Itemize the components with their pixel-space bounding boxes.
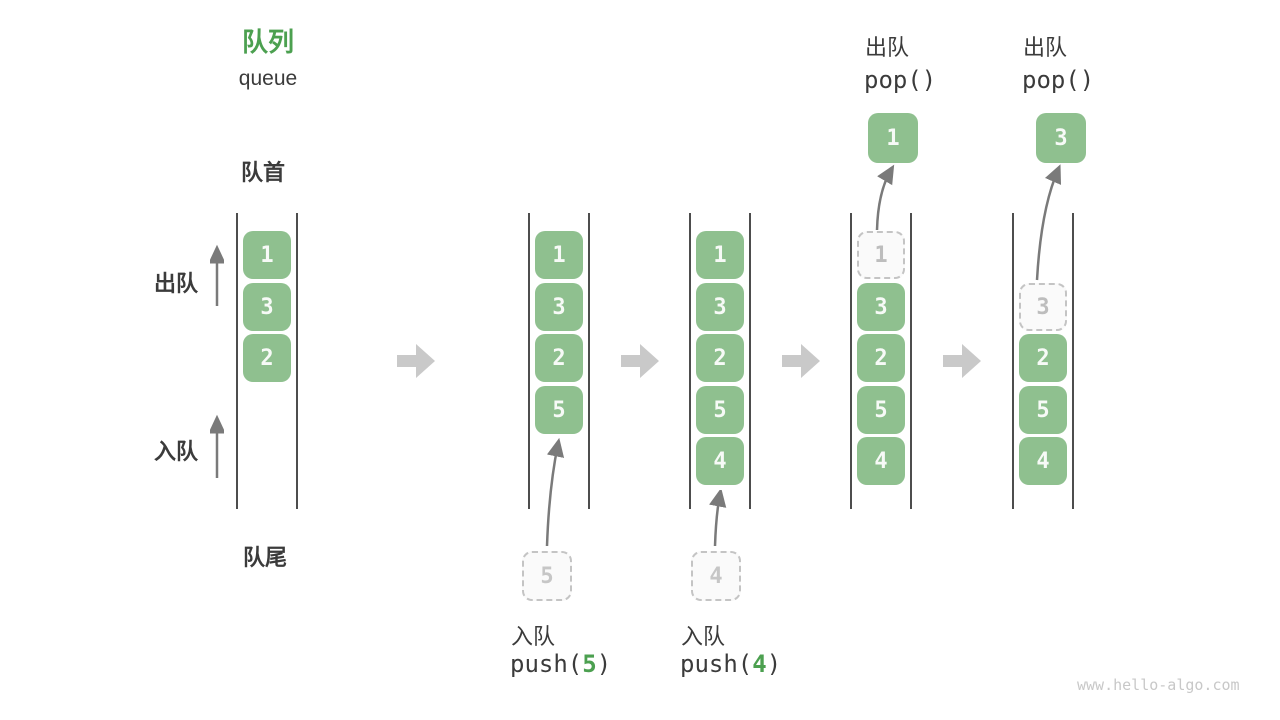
staged-item-box: 5 [522,551,572,601]
queue-state-3: 1 3 2 5 4 [689,213,751,509]
popped-item-box: 3 [1036,113,1086,163]
label-queue-rear: 队尾 [243,545,288,570]
push-code-open: push( [680,650,753,678]
label-dequeue-direction: 出队 [154,271,199,296]
queue-item: 5 [857,386,905,434]
label-enqueue-op: 入队 [681,624,726,649]
label-dequeue-op: 出队 [1023,35,1068,60]
label-enqueue-direction: 入队 [154,439,199,464]
enqueue-direction-arrow-icon [210,414,224,478]
staged-item-box: 4 [691,551,741,601]
push-code-close: ) [766,650,782,678]
label-queue-front: 队首 [241,160,286,185]
next-state-arrow-icon [782,344,820,378]
push-code-value: 5 [582,650,597,678]
push-code-close: ) [596,650,612,678]
queue-item: 3 [535,283,583,331]
queue-item: 5 [1019,386,1067,434]
queue-item: 5 [535,386,583,434]
queue-item: 3 [243,283,291,331]
title-chinese: 队列 [241,27,294,57]
push-code: push(4) [680,650,781,678]
queue-item-ghost: 1 [857,231,905,279]
queue-item: 4 [857,437,905,485]
title-english: queue [238,67,298,90]
next-state-arrow-icon [397,344,435,378]
queue-item: 2 [535,334,583,382]
queue-item: 2 [696,334,744,382]
queue-item: 1 [535,231,583,279]
pop-code: pop() [1022,66,1095,94]
diagram-title-group: 队列 queue [203,26,333,94]
queue-state-5: 3 2 5 4 [1012,213,1074,509]
queue-item: 4 [1019,437,1067,485]
pop-code: pop() [864,66,937,94]
queue-item-ghost: 3 [1019,283,1067,331]
queue-item: 2 [243,334,291,382]
pop-arrow-icon [1035,164,1062,281]
label-dequeue-op: 出队 [865,35,910,60]
push-arrow-icon [545,438,565,547]
label-enqueue-op: 入队 [511,624,556,649]
queue-state-1: 1 3 2 [236,213,298,509]
push-arrow-icon [709,490,727,547]
queue-item: 2 [1019,334,1067,382]
queue-item: 1 [243,231,291,279]
queue-item: 2 [857,334,905,382]
watermark: www.hello-algo.com [1077,676,1240,694]
queue-item: 5 [696,386,744,434]
popped-item-box: 1 [868,113,918,163]
pop-arrow-icon [875,164,895,231]
push-code-open: push( [510,650,583,678]
queue-state-2: 1 3 2 5 [528,213,590,509]
queue-state-4: 1 3 2 5 4 [850,213,912,509]
queue-item: 1 [696,231,744,279]
dequeue-direction-arrow-icon [210,244,224,306]
queue-item: 3 [857,283,905,331]
push-code-value: 4 [752,650,767,678]
push-code: push(5) [510,650,611,678]
next-state-arrow-icon [943,344,981,378]
queue-item: 4 [696,437,744,485]
queue-item: 3 [696,283,744,331]
next-state-arrow-icon [621,344,659,378]
